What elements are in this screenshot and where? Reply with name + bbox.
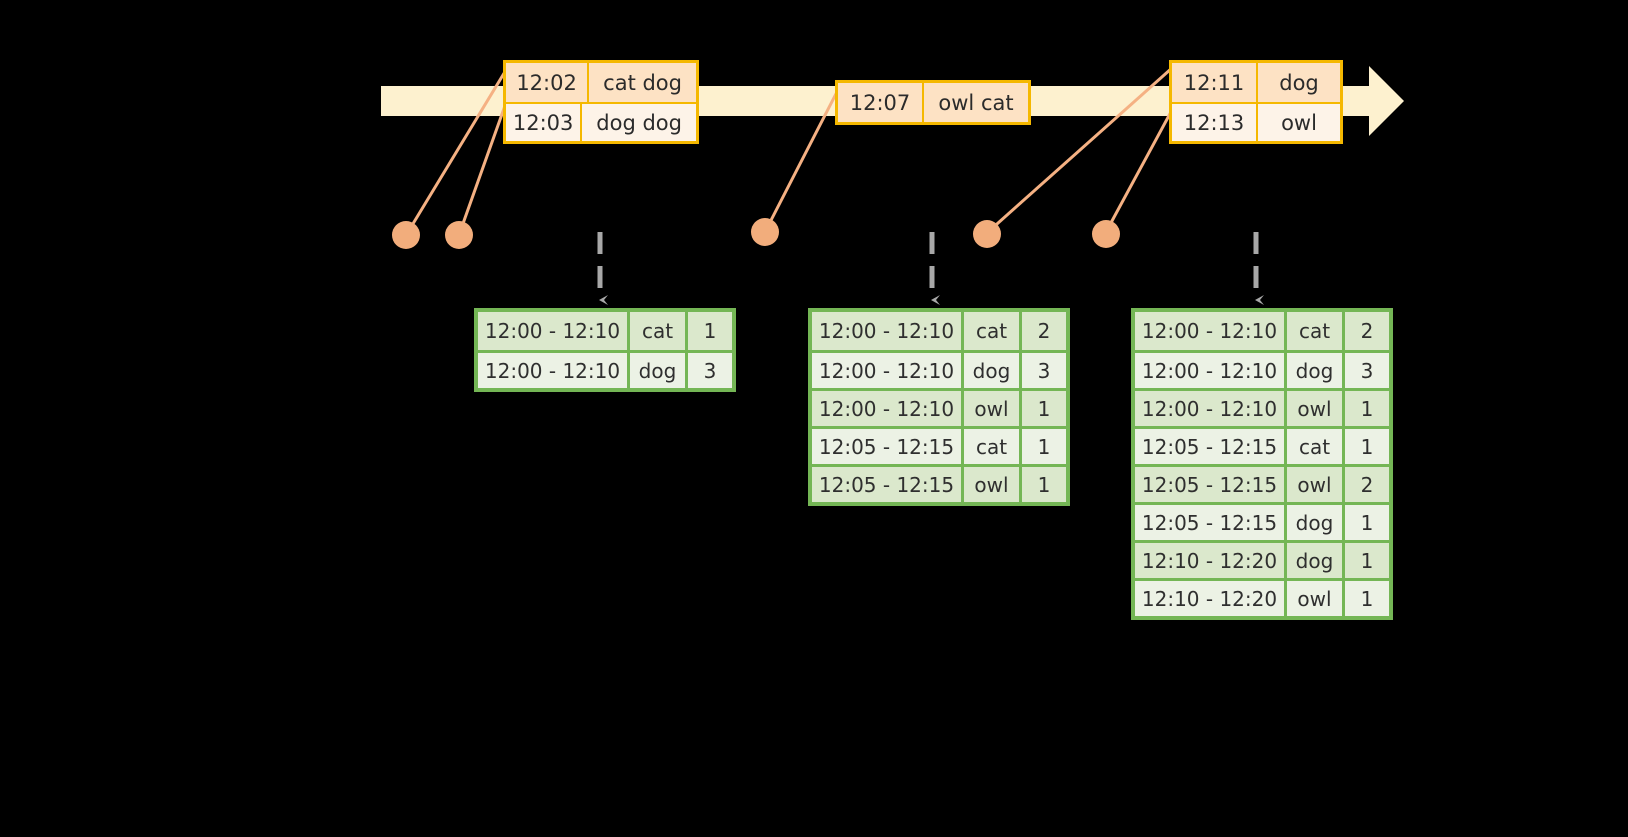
- event-row[interactable]: 12:07 owl cat: [838, 83, 1028, 122]
- event-words: dog dog: [582, 104, 696, 141]
- cell-count: 3: [1022, 353, 1066, 388]
- cell-count: 1: [1345, 543, 1389, 578]
- cell-window: 12:10 - 12:20: [1135, 581, 1287, 616]
- cell-window: 12:00 - 12:10: [1135, 391, 1287, 426]
- event-words: cat dog: [589, 63, 696, 102]
- cell-window: 12:00 - 12:10: [478, 353, 630, 388]
- event-row[interactable]: 12:13 owl: [1172, 102, 1340, 141]
- cell-count: 3: [1345, 353, 1389, 388]
- cell-count: 1: [1345, 391, 1389, 426]
- cell-count: 1: [1345, 429, 1389, 464]
- cell-word: cat: [1287, 312, 1345, 350]
- cell-word: cat: [630, 312, 688, 350]
- cell-count: 1: [1022, 467, 1066, 502]
- event-time: 12:02: [506, 63, 590, 102]
- event-row[interactable]: 12:11 dog: [1172, 63, 1340, 102]
- cell-word: dog: [964, 353, 1022, 388]
- cell-window: 12:10 - 12:20: [1135, 543, 1287, 578]
- timeline-arrowhead: [1369, 66, 1404, 136]
- cell-word: cat: [964, 312, 1022, 350]
- cell-window: 12:05 - 12:15: [1135, 467, 1287, 502]
- event-time: 12:11: [1172, 63, 1258, 102]
- cell-word: dog: [630, 353, 688, 388]
- cell-window: 12:05 - 12:15: [812, 429, 964, 464]
- event-group-2[interactable]: 12:07 owl cat: [835, 80, 1031, 125]
- cell-word: owl: [1287, 581, 1345, 616]
- cell-word: dog: [1287, 543, 1345, 578]
- cell-window: 12:00 - 12:10: [812, 353, 964, 388]
- event-dot: [445, 221, 473, 249]
- event-dot: [1092, 220, 1120, 248]
- event-dot: [973, 220, 1001, 248]
- cell-window: 12:00 - 12:10: [478, 312, 630, 350]
- event-time: 12:03: [506, 104, 583, 141]
- cell-window: 12:05 - 12:15: [1135, 429, 1287, 464]
- cell-window: 12:05 - 12:15: [1135, 505, 1287, 540]
- cell-word: cat: [964, 429, 1022, 464]
- event-time: 12:13: [1172, 104, 1258, 141]
- event-group-1[interactable]: 12:02 cat dog 12:03 dog dog: [503, 60, 699, 144]
- cell-count: 1: [1022, 391, 1066, 426]
- event-words: owl cat: [924, 83, 1028, 122]
- event-dot: [751, 218, 779, 246]
- event-row[interactable]: 12:03 dog dog: [506, 102, 696, 141]
- event-words: owl: [1258, 104, 1340, 141]
- event-words: dog: [1258, 63, 1340, 102]
- cell-window: 12:05 - 12:15: [812, 467, 964, 502]
- cell-count: 2: [1345, 467, 1389, 502]
- event-row[interactable]: 12:02 cat dog: [506, 63, 696, 102]
- cell-count: 1: [688, 312, 732, 350]
- cell-window: 12:00 - 12:10: [812, 391, 964, 426]
- event-group-3[interactable]: 12:11 dog 12:13 owl: [1169, 60, 1343, 144]
- cell-word: owl: [1287, 467, 1345, 502]
- cell-count: 1: [1022, 429, 1066, 464]
- cell-count: 3: [688, 353, 732, 388]
- cell-word: cat: [1287, 429, 1345, 464]
- cell-count: 2: [1022, 312, 1066, 350]
- cell-count: 1: [1345, 505, 1389, 540]
- cell-word: owl: [964, 391, 1022, 426]
- cell-window: 12:00 - 12:10: [812, 312, 964, 350]
- event-dot: [392, 221, 420, 249]
- cell-word: dog: [1287, 505, 1345, 540]
- cell-count: 2: [1345, 312, 1389, 350]
- cell-count: 1: [1345, 581, 1389, 616]
- cell-word: dog: [1287, 353, 1345, 388]
- cell-word: owl: [964, 467, 1022, 502]
- cell-word: owl: [1287, 391, 1345, 426]
- trigger-arrows: [597, 232, 1264, 305]
- cell-window: 12:00 - 12:10: [1135, 312, 1287, 350]
- event-dots: [392, 218, 1120, 249]
- cell-window: 12:00 - 12:10: [1135, 353, 1287, 388]
- event-time: 12:07: [838, 83, 924, 122]
